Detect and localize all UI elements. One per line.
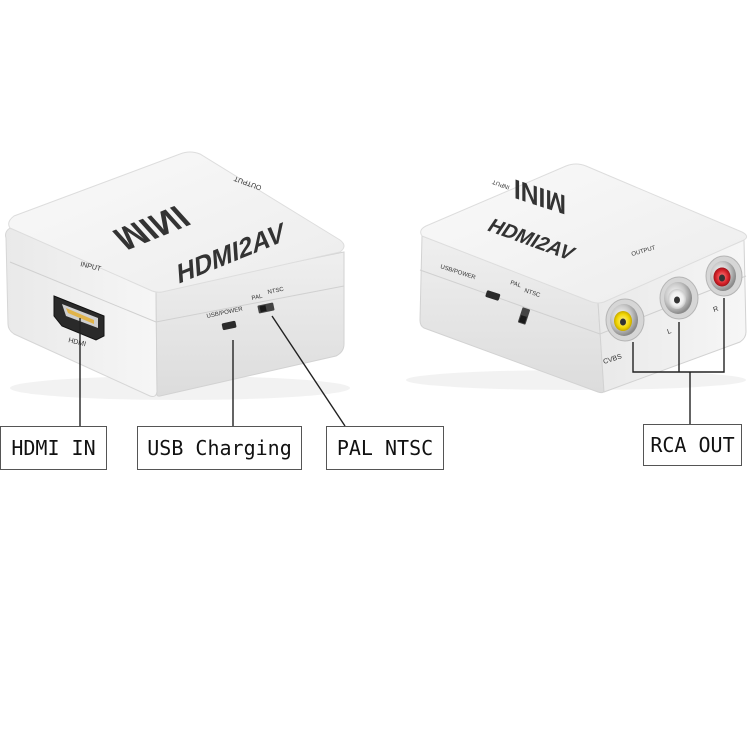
left-hdmi-port xyxy=(53,295,105,341)
rca-label-r: R xyxy=(712,306,719,314)
pal-ntsc-label: PAL NTSC xyxy=(326,426,444,470)
rca-jack-yellow xyxy=(605,298,645,342)
callout-lines xyxy=(79,298,725,427)
right-input-text: INPUT xyxy=(491,178,510,190)
rca-out-label: RCA OUT xyxy=(643,424,742,466)
rca-label-l: L xyxy=(666,328,672,336)
right-usb-port xyxy=(485,290,501,301)
left-ntsc-label: NTSC xyxy=(267,287,285,296)
usb-charging-label: USB Charging xyxy=(137,426,302,470)
left-pal-label: PAL xyxy=(251,294,264,302)
rca-jack-white xyxy=(659,276,699,320)
right-device: MINI HDMI2AV INPUT OUTPUT USB/POWER PAL … xyxy=(406,163,748,394)
hdmi-in-label: HDMI IN xyxy=(0,426,107,470)
left-hdmi-label: HDMI xyxy=(68,337,87,348)
callout-line-pal xyxy=(271,315,346,427)
left-pal-ntsc-switch xyxy=(257,302,275,314)
right-pal-label: PAL xyxy=(509,280,522,289)
left-device: MINI HDMI2AV INPUT OUTPUT HDMI USB/POWER… xyxy=(5,151,350,400)
rca-jack-red xyxy=(705,255,743,297)
right-pal-ntsc-switch xyxy=(517,307,531,325)
left-usb-port xyxy=(221,320,237,331)
right-ntsc-label: NTSC xyxy=(523,288,541,299)
